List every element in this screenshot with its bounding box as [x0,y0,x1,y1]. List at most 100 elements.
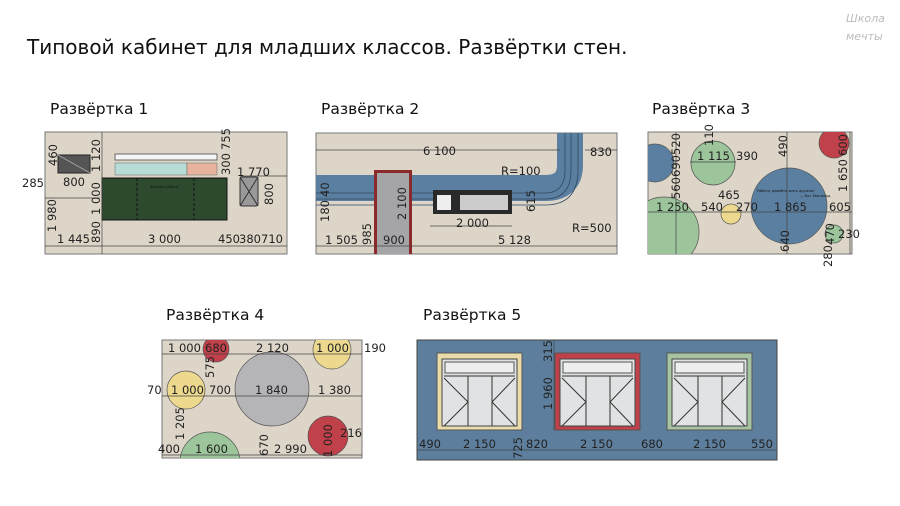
board-label: Важная работа [150,185,178,189]
dim-label: 1 445 [57,232,90,246]
dim-label: 1 600 [195,442,228,456]
dim-label: 575 [203,356,217,378]
wall-elevation-1: Важная работа [44,131,288,255]
dim-label: 725 [511,437,525,459]
dim-label: 1 380 [318,383,351,397]
dim-label: 710 [261,232,283,246]
dim-label: 315 [541,340,555,362]
dim-label: 755 [219,128,233,150]
dim-label: 190 [364,341,386,355]
slide-title: Типовой кабинет для младших классов. Раз… [26,35,627,59]
dim-label: 1 000 [321,424,335,457]
dim-label: 6 100 [423,144,456,158]
dim-label: 300 [219,153,233,175]
dim-label: 1 980 [45,199,59,232]
circle-quote: Работа, давайте жить дружно! [757,189,815,193]
window-2 [554,352,641,431]
dim-label: 470 [823,223,837,245]
dim-label: 1 000 [316,341,349,355]
dim-label: 2 150 [463,437,496,451]
dim-label: 285 [22,176,44,190]
decor-circle-red [307,415,349,457]
dim-label: 1 650 [836,159,850,192]
panel-2-dimensions: 6 100 830 R=100 40 180 2 100 615 2 000 R… [318,144,612,247]
circle-author: — Кот Леопольд [800,194,831,198]
wall-elevation-4 [161,339,363,459]
dim-label: 180 [318,200,332,222]
logo-text-1: Школа [846,12,885,25]
decor-circle-blue [648,143,675,183]
dim-label: 1 960 [541,377,555,410]
dim-label: 270 [736,200,758,214]
dim-label: 1 000 [89,182,103,215]
wall-elevation-3: Работа, давайте жить дружно! — Кот Леопо… [647,131,853,255]
dim-label: 560 [669,177,683,199]
panel-5-title: Развёртка 5 [423,306,521,324]
panel-1-dimensions: 460 285 800 1 120 755 300 1 770 800 1 98… [22,128,283,246]
dim-label: 1 865 [774,200,807,214]
dim-label: 615 [524,190,538,212]
panel-4-title: Развёртка 4 [166,306,264,324]
dim-label: 605 [829,200,851,214]
window-1 [436,352,523,431]
dim-label: 670 [257,434,271,456]
dim-label: 800 [262,183,276,205]
dim-label: 400 [158,442,180,456]
dim-label: 465 [718,188,740,202]
decor-circle-green [179,431,241,458]
dim-label: 110 [702,124,716,146]
dim-label: 490 [419,437,441,451]
blackboard [101,177,228,221]
panel-3-title: Развёртка 3 [652,100,750,118]
dim-label: 900 [383,233,405,247]
dim-label: 600 [836,134,850,156]
decor-circle-red [818,132,850,159]
dim-label: 5 128 [498,233,531,247]
dim-label: 700 [209,383,231,397]
dim-label: 1 000 [171,383,204,397]
dim-label: 40 [318,182,332,197]
pipe-bundle [316,133,583,201]
decor-circle-green-large [648,196,700,254]
dim-label: 1 205 [173,407,187,440]
dim-label: 540 [701,200,723,214]
decor-circle-yellow-top [312,340,352,370]
dim-label: 1 770 [237,165,270,179]
dim-label: 890 [89,221,103,243]
dim-label: 216 [340,426,362,440]
school-logo: Школа мечты [846,12,885,43]
decor-circle-blue-large [750,167,828,245]
dim-label: 70 [147,383,162,397]
decor-circle-red-small [202,340,230,363]
dim-label: 280 [821,245,835,267]
wall-elevation-5 [416,339,778,461]
panel-3-dimensions: 520 690 560 110 1 115 390 490 600 1 650 … [656,124,860,267]
dim-label: 1 120 [89,139,103,172]
dim-label: 820 [526,437,548,451]
dim-label: 550 [751,437,773,451]
dim-label: 450 [218,232,240,246]
decor-circle-green [690,140,736,186]
dim-label: 1 840 [255,383,288,397]
dim-label: 680 [641,437,663,451]
decor-circle-yellow-left [166,370,206,410]
dim-label: 1 505 [325,233,358,247]
dim-label: 390 [736,149,758,163]
dim-label: 380 [239,232,261,246]
dim-label: 985 [360,223,374,245]
dim-label: 2 000 [456,216,489,230]
dim-label: 2 150 [580,437,613,451]
panel-4-dimensions: 1 000 680 2 120 1 000 190 575 70 1 000 7… [147,341,386,457]
decor-circle-green-small [824,224,844,244]
dim-label: 800 [63,175,85,189]
logo-text-2: мечты [846,30,883,43]
dim-label: 830 [590,145,612,159]
dim-label: 690 [669,155,683,177]
panel-2-title: Развёртка 2 [321,100,419,118]
dim-label: 230 [838,227,860,241]
dim-label: R=100 [501,164,541,178]
panel-1-title: Развёртка 1 [50,100,148,118]
dim-label: 1 000 [168,341,201,355]
dim-label: 2 100 [395,187,409,220]
